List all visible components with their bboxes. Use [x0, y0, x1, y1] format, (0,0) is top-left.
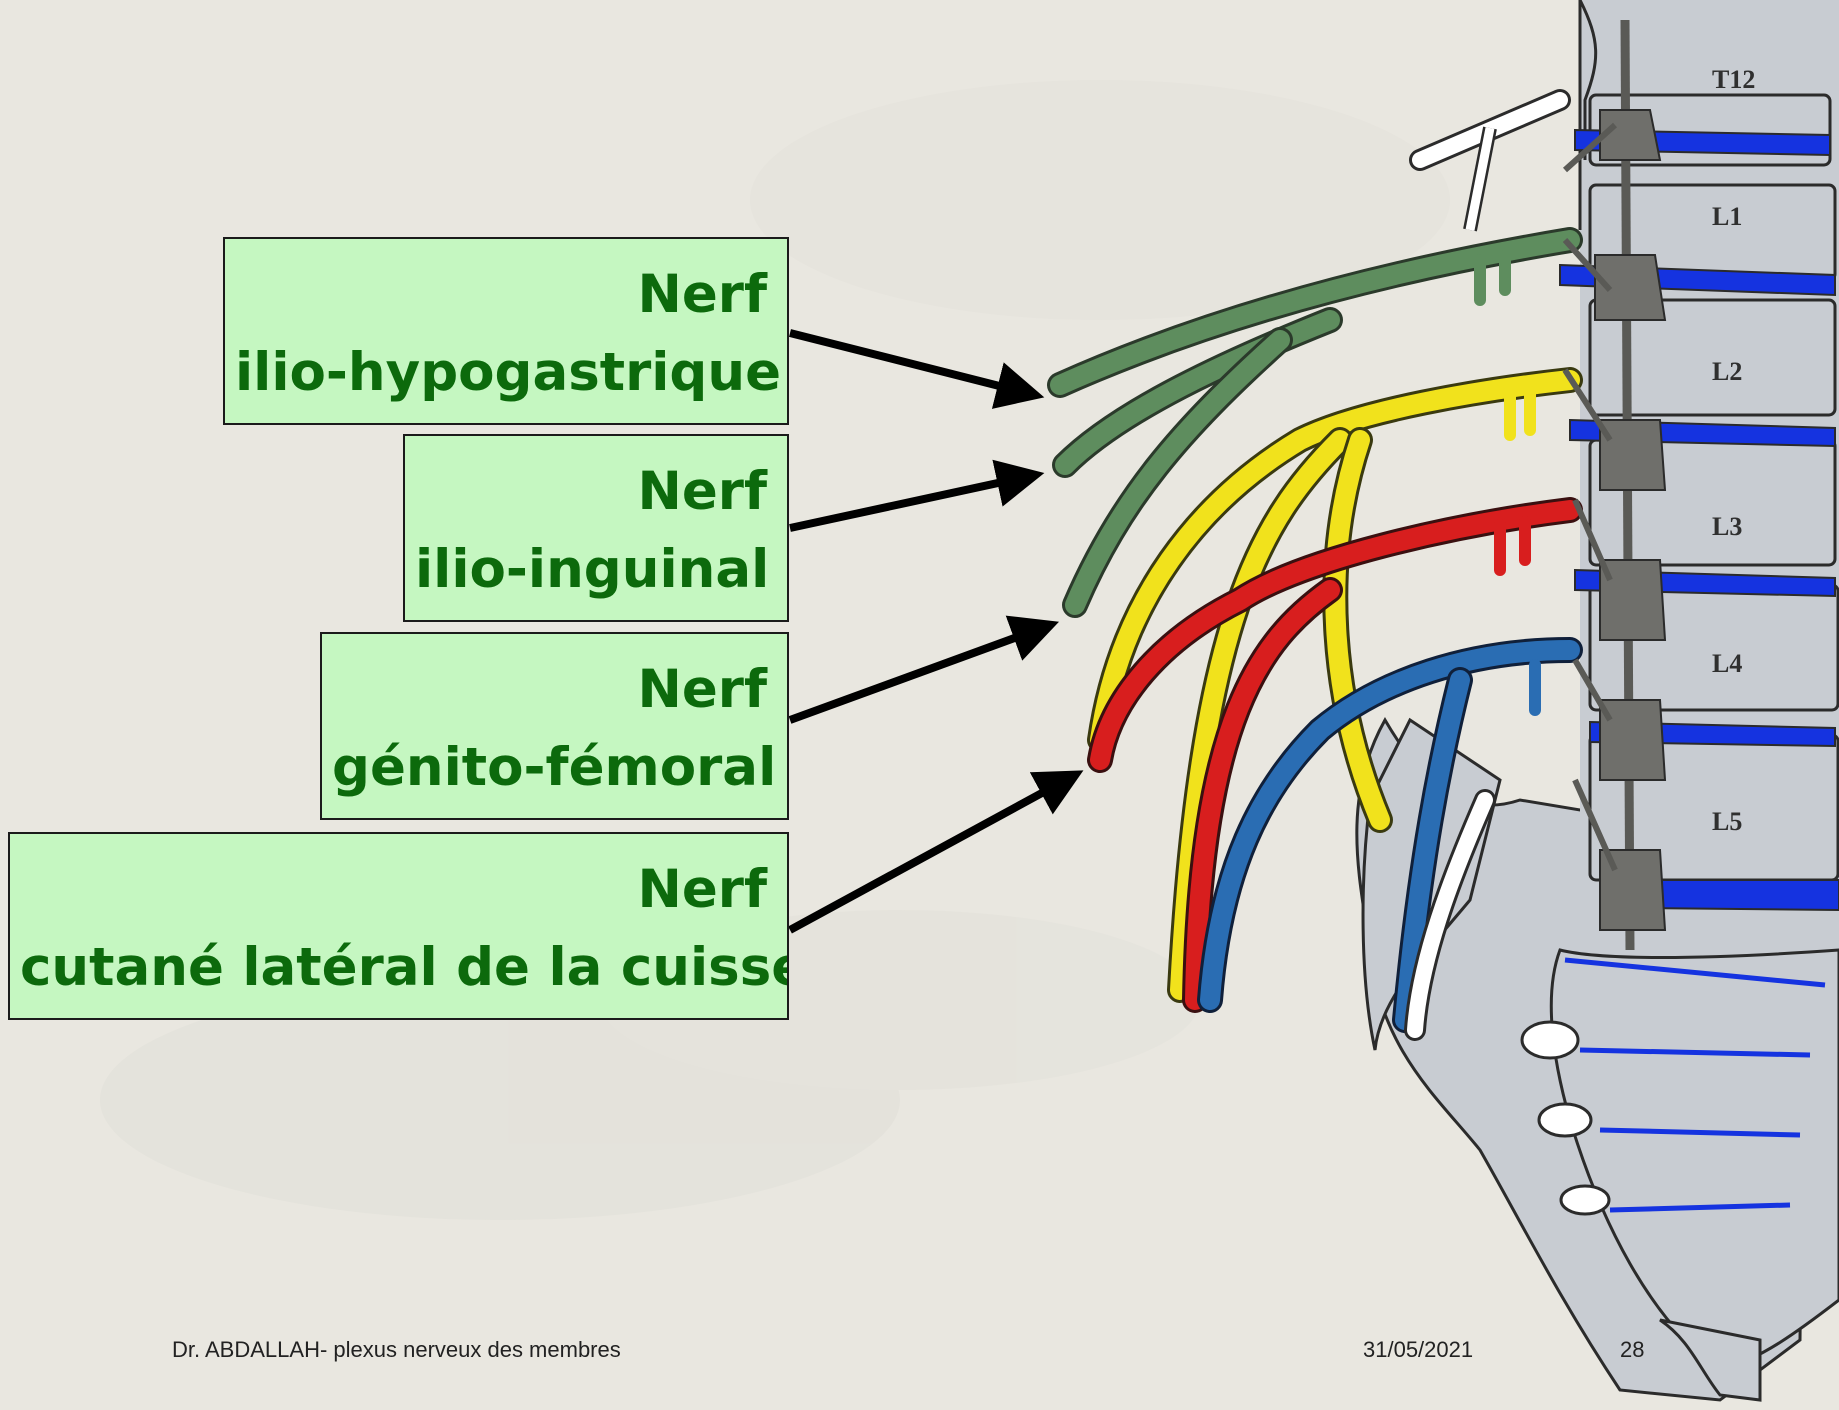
vertebra-label-l5: L5	[1712, 807, 1742, 836]
vertebra-label-l1: L1	[1712, 202, 1742, 231]
footer-author: Dr. ABDALLAH- plexus nerveux des membres	[172, 1337, 621, 1363]
label-genito-femoral: Nerf génito-fémoral	[320, 632, 789, 820]
label-cutane-lateral-line2: cutané latéral de la cuisse	[20, 929, 767, 1007]
vertebra-label-l3: L3	[1712, 512, 1742, 541]
vertebra-label-l2: L2	[1712, 357, 1742, 386]
label-genito-femoral-line1: Nerf	[332, 651, 767, 729]
label-ilio-inguinal: Nerf ilio-inguinal	[403, 434, 789, 622]
vertebra-label-l4: L4	[1712, 649, 1742, 678]
label-cutane-lateral-line1: Nerf	[20, 851, 767, 929]
label-cutane-lateral-cuisse: Nerf cutané latéral de la cuisse	[8, 832, 789, 1020]
label-ilio-inguinal-line1: Nerf	[415, 453, 767, 531]
footer-date: 31/05/2021	[1363, 1337, 1473, 1363]
label-ilio-hypogastrique-line2: ilio-hypogastrique	[235, 334, 767, 412]
label-ilio-hypogastrique: Nerf ilio-hypogastrique	[223, 237, 789, 425]
label-ilio-inguinal-line2: ilio-inguinal	[415, 531, 767, 609]
label-genito-femoral-line2: génito-fémoral	[332, 729, 767, 807]
page-number: 28	[1620, 1337, 1644, 1363]
label-ilio-hypogastrique-line1: Nerf	[235, 256, 767, 334]
vertebra-label-t12: T12	[1712, 65, 1755, 94]
